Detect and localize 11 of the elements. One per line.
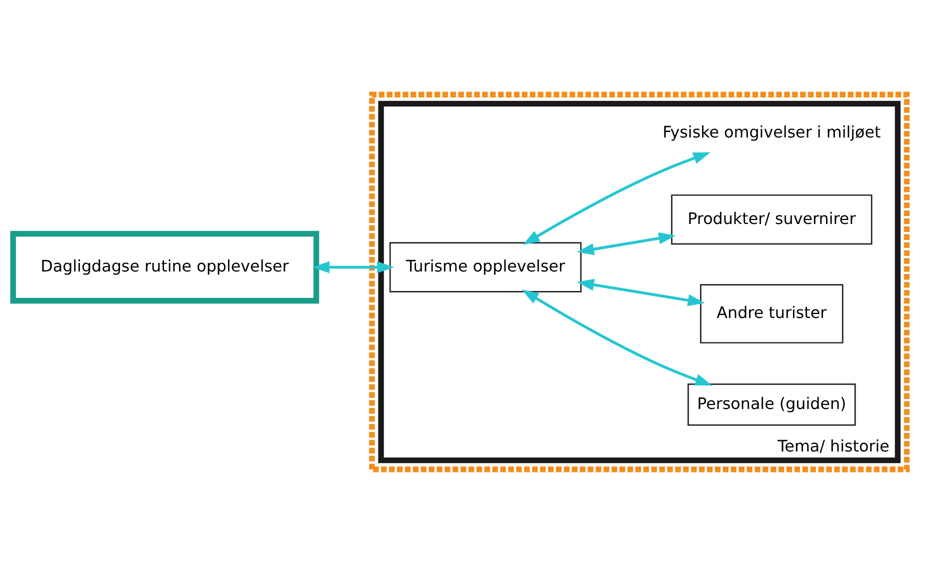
arrow — [522, 288, 712, 386]
node-box: Personale (guiden) — [688, 383, 856, 426]
node-box: Turisme opplevelser — [389, 242, 582, 292]
arrow — [576, 232, 676, 255]
arrow — [312, 260, 394, 273]
node-text: Fysiske omgivelser i miljøet — [662, 122, 881, 141]
node-box: Dagligdagse rutine opplevelser — [10, 230, 320, 304]
arrow — [576, 278, 705, 306]
arrow — [522, 152, 710, 244]
node-box: Andre turister — [700, 284, 844, 343]
node-box: Produkter/ suvernirer — [671, 194, 872, 244]
